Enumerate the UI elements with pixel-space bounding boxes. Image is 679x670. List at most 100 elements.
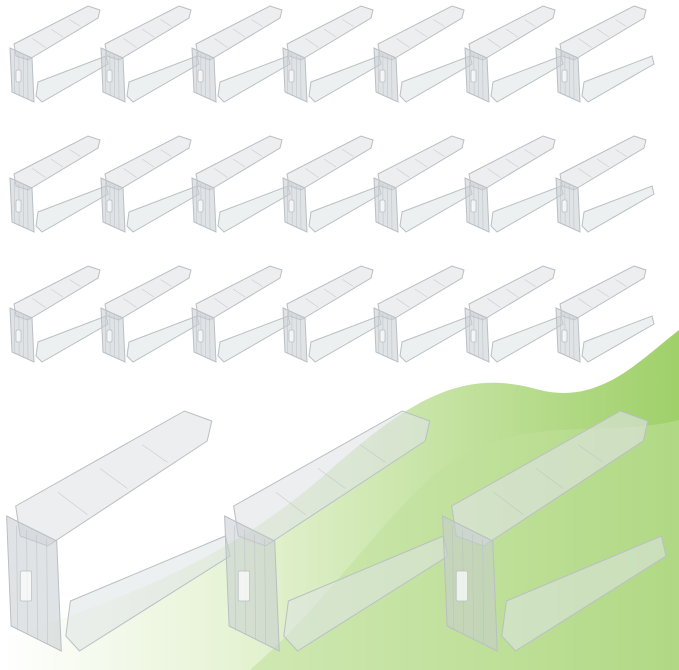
tray-rib bbox=[596, 158, 610, 168]
shoe-slot-organizer bbox=[555, 135, 655, 233]
tray-rib bbox=[317, 468, 346, 489]
tray-rib bbox=[142, 444, 168, 463]
tray-rib bbox=[433, 19, 445, 27]
tray-rib bbox=[305, 298, 319, 308]
tray-rib bbox=[360, 444, 386, 463]
shoe-slot-organizer bbox=[9, 135, 109, 233]
bottom-tray bbox=[399, 315, 473, 363]
tray-rib bbox=[32, 298, 46, 308]
tray-rib bbox=[323, 28, 337, 38]
shoe-slot-organizer bbox=[224, 410, 449, 652]
tray-rib bbox=[160, 149, 172, 157]
shoe-slot bbox=[2, 406, 231, 656]
tray-rib bbox=[578, 168, 592, 178]
adjustment-clip bbox=[106, 69, 113, 83]
tray-rib bbox=[535, 468, 564, 489]
tray-rib bbox=[251, 279, 263, 287]
tray-rib bbox=[214, 298, 228, 308]
shoe-slot-organizer bbox=[555, 265, 655, 363]
shoe-slot bbox=[463, 264, 564, 364]
bottom-tray bbox=[501, 535, 667, 652]
adjustment-clip bbox=[15, 199, 22, 213]
tray-rib bbox=[396, 168, 410, 178]
shoe-slot bbox=[554, 134, 655, 234]
tray-rib bbox=[50, 158, 64, 168]
shoe-slot-organizer bbox=[191, 135, 291, 233]
adjustment-clip bbox=[106, 199, 113, 213]
shoe-slot-organizer bbox=[191, 265, 291, 363]
tray-rib bbox=[578, 38, 592, 48]
tray-rib bbox=[524, 279, 536, 287]
tray-rib bbox=[342, 19, 354, 27]
adjustment-clip bbox=[470, 199, 477, 213]
shoe-slot bbox=[220, 406, 449, 656]
shoe-slot bbox=[372, 264, 473, 364]
tray-rib bbox=[32, 38, 46, 48]
bottom-tray bbox=[308, 315, 382, 363]
bottom-tray bbox=[126, 55, 200, 103]
tray-rib bbox=[433, 279, 445, 287]
adjustment-clip bbox=[561, 69, 568, 83]
adjustment-clip bbox=[379, 69, 386, 83]
tray-rib bbox=[493, 492, 524, 515]
bottom-tray bbox=[399, 185, 473, 233]
adjustment-clip bbox=[470, 69, 477, 83]
tray-rib bbox=[232, 28, 246, 38]
tray-rib bbox=[505, 158, 519, 168]
tray-rib bbox=[32, 168, 46, 178]
bottom-tray bbox=[217, 55, 291, 103]
adjustment-clip bbox=[379, 199, 386, 213]
bottom-tray bbox=[35, 185, 109, 233]
shoe-slot bbox=[190, 4, 291, 104]
shoe-slot bbox=[438, 406, 667, 656]
adjustment-clip bbox=[19, 570, 33, 602]
shoe-slot-organizer bbox=[100, 265, 200, 363]
shoe-slot-organizer bbox=[282, 135, 382, 233]
tray-rib bbox=[141, 28, 155, 38]
shoe-slot-organizer bbox=[100, 5, 200, 103]
tray-rib bbox=[596, 28, 610, 38]
tray-rib bbox=[214, 168, 228, 178]
adjustment-clip bbox=[561, 199, 568, 213]
adjustment-clip bbox=[288, 69, 295, 83]
adjustment-clip bbox=[15, 69, 22, 83]
tray-rib bbox=[505, 288, 519, 298]
tray-rib bbox=[414, 288, 428, 298]
adjustment-clip bbox=[455, 570, 469, 602]
shoe-slot-organizer bbox=[6, 410, 231, 652]
tray-rib bbox=[123, 298, 137, 308]
bottom-tray bbox=[65, 535, 231, 652]
tray-rib bbox=[487, 298, 501, 308]
bottom-tray bbox=[581, 315, 655, 363]
tray-rib bbox=[323, 158, 337, 168]
shoe-slot bbox=[281, 134, 382, 234]
shoe-slot-organizer bbox=[191, 5, 291, 103]
tray-rib bbox=[615, 19, 627, 27]
adjustment-clip bbox=[379, 329, 386, 343]
bottom-tray bbox=[490, 55, 564, 103]
shoe-slot-organizer bbox=[373, 135, 473, 233]
tray-rib bbox=[396, 298, 410, 308]
shoe-slot bbox=[190, 264, 291, 364]
shoe-slot bbox=[8, 4, 109, 104]
tray-rib bbox=[505, 28, 519, 38]
tray-rib bbox=[123, 168, 137, 178]
adjustment-clip bbox=[561, 329, 568, 343]
tray-rib bbox=[342, 279, 354, 287]
shoe-slot bbox=[99, 134, 200, 234]
shoe-slot-organizer bbox=[373, 265, 473, 363]
tray-rib bbox=[232, 158, 246, 168]
tray-rib bbox=[123, 38, 137, 48]
shoe-slot bbox=[463, 4, 564, 104]
shoe-slot-organizer bbox=[9, 265, 109, 363]
adjustment-clip bbox=[106, 329, 113, 343]
support-ridge bbox=[254, 534, 256, 640]
tray-rib bbox=[69, 19, 81, 27]
support-ridge bbox=[16, 525, 18, 631]
support-ridge bbox=[36, 534, 38, 640]
shoe-slot-organizer bbox=[464, 265, 564, 363]
tray-rib bbox=[615, 149, 627, 157]
shoe-slot-organizer bbox=[555, 5, 655, 103]
support-ridge bbox=[46, 538, 48, 645]
adjustment-clip bbox=[288, 329, 295, 343]
